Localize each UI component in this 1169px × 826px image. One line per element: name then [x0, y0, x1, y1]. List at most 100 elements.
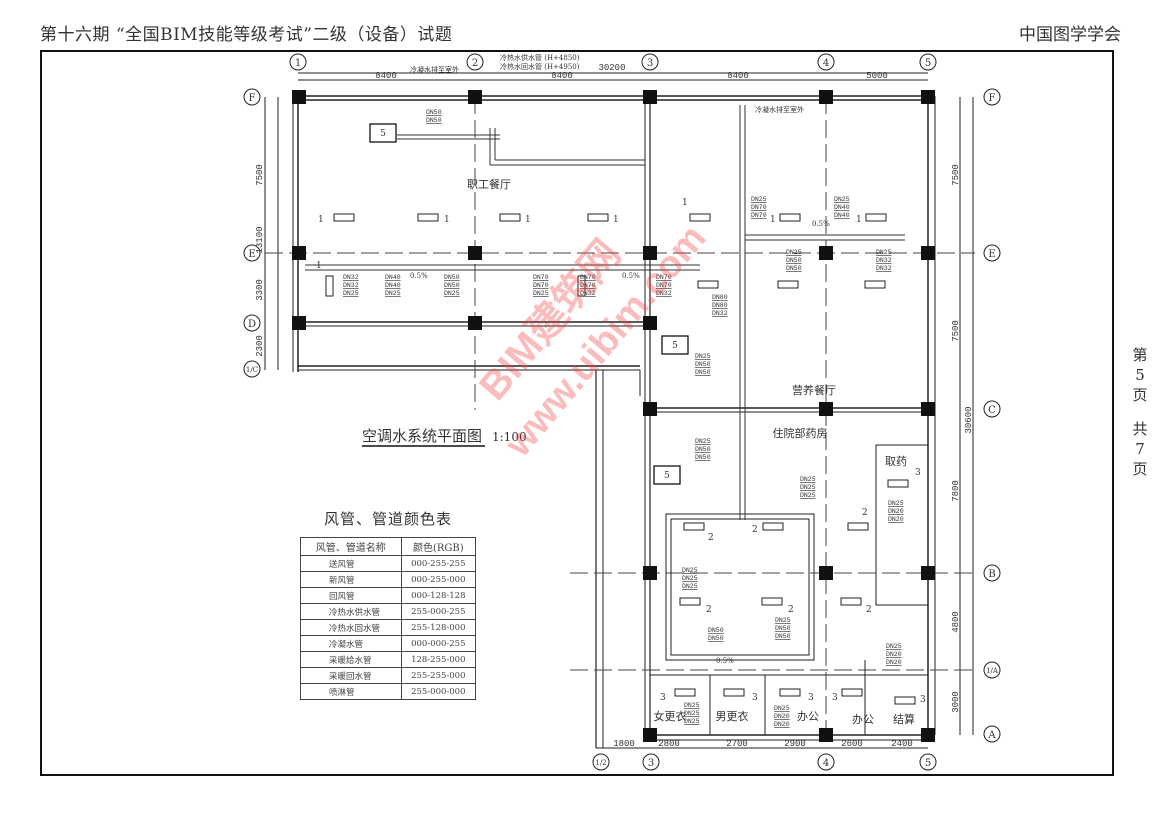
total-prefix: 共	[1132, 420, 1148, 438]
pipe-label: DN25	[775, 617, 791, 624]
pipe-label: DN20	[886, 651, 902, 658]
axis-f-right: F	[989, 93, 996, 104]
pipe-label: DN20	[886, 659, 902, 666]
fcu-tag: 1	[682, 198, 688, 208]
page-indicator: 第 5 页 共 7 页	[1130, 345, 1150, 479]
note-supply-pipe: 冷热水供水管 (H+4850)	[500, 53, 580, 62]
pipe-label: DN20	[888, 508, 904, 515]
room-pharmacy: 住院部药房	[773, 426, 828, 440]
pipe-label: DN70	[580, 282, 596, 289]
slope-1: 0.5%	[410, 272, 428, 280]
fcu-tag: 2	[752, 525, 758, 535]
pipe-label: DN25	[682, 567, 698, 574]
pipe-label: DN25	[343, 290, 359, 297]
dim-top-4: 5000	[866, 71, 888, 81]
pipe-label: DN20	[888, 516, 904, 523]
pipe-label: DN50	[708, 635, 724, 642]
fcu-tag: 3	[920, 695, 926, 705]
ahu-tag-2: 5	[672, 341, 678, 351]
pipe-label: DN40	[385, 274, 401, 281]
axis-4: 4	[823, 58, 829, 69]
pipe-label: DN32	[876, 257, 892, 264]
total-suffix: 页	[1132, 460, 1148, 478]
room-staff-dining: 职工餐厅	[467, 177, 511, 191]
fcu-tag: 1	[770, 215, 776, 225]
room-office-2: 办公	[852, 713, 874, 726]
axis-5-bottom: 5	[925, 758, 931, 769]
pipe-label: DN70	[656, 274, 672, 281]
legend-rgb: 255-255-000	[400, 667, 477, 684]
pipe-label: DN25	[800, 476, 816, 483]
fcu-tag: 3	[808, 693, 814, 703]
fcu-tag: 2	[866, 605, 872, 615]
fcu-tag: 2	[708, 533, 714, 543]
drawing-title: 空调水系统平面图	[362, 427, 482, 445]
legend-rgb: 000-255-000	[400, 571, 477, 588]
axis-4-bottom: 4	[823, 758, 829, 769]
pipe-label: DN32	[656, 290, 672, 297]
pipe-label: DN40	[834, 204, 850, 211]
pipe-label: DN50	[775, 625, 791, 632]
axis-f: F	[249, 93, 256, 104]
legend-name: 冷热水供水管	[300, 603, 402, 620]
pipe-label: DN25	[886, 643, 902, 650]
pipe-label: DN70	[533, 274, 549, 281]
dim-right-4: 4800	[951, 611, 961, 633]
pipe-label: DN25	[834, 196, 850, 203]
room-office-1: 办公	[797, 710, 819, 723]
drawing-scale: 1:100	[492, 430, 527, 444]
legend-header-rgb: 颜色(RGB)	[400, 537, 477, 556]
pipe-label: DN25	[751, 196, 767, 203]
legend-rgb: 255-128-000	[400, 619, 477, 636]
pipe-label: DN25	[533, 290, 549, 297]
publisher-name: 中国图学学会	[1019, 25, 1121, 45]
pipe-label: DN50	[426, 109, 442, 116]
legend-rgb: 128-255-000	[400, 651, 477, 668]
room-women-locker: 女更衣	[654, 709, 687, 723]
fcu-tag: 1	[613, 215, 619, 225]
pipe-label: DN50	[786, 265, 802, 272]
pipe-label: DN80	[712, 302, 728, 309]
pipe-label: DN25	[695, 438, 711, 445]
pipe-label: DN32	[343, 274, 359, 281]
axis-e-right: E	[988, 249, 995, 260]
legend-name: 采暖给水管	[300, 651, 402, 668]
pipe-label: DN50	[695, 361, 711, 368]
drawing-frame	[40, 50, 1114, 776]
pipe-label: DN70	[751, 204, 767, 211]
fcu-tag: 2	[788, 605, 794, 615]
pipe-label: DN32	[712, 310, 728, 317]
fcu-tag: 3	[915, 468, 921, 478]
note-condensate-2: 冷凝水排至室外	[755, 105, 804, 114]
pipe-label: DN50	[444, 282, 460, 289]
slope-2: 0.5%	[622, 272, 640, 280]
fcu-tag: 3	[832, 693, 838, 703]
legend-rgb: 000-000-255	[400, 635, 477, 652]
slope-3: 0.5%	[812, 220, 830, 228]
dim-bottom-5: 2400	[891, 739, 913, 749]
pipe-label: DN70	[751, 212, 767, 219]
dim-top-1: 8400	[375, 71, 397, 81]
dim-left-3: 3300	[255, 279, 265, 301]
axis-a-right: A	[987, 730, 996, 741]
pipe-label: DN25	[444, 290, 460, 297]
pipe-label: DN25	[774, 705, 790, 712]
fan-coil-units	[325, 213, 916, 705]
ahu-tag-3: 5	[664, 471, 670, 481]
legend-name: 喷淋管	[300, 683, 402, 700]
pipe-label: DN50	[786, 257, 802, 264]
exam-title: 第十六期 “全国BIM技能等级考试”二级（设备）试题	[40, 25, 453, 45]
pipe-label: DN20	[774, 721, 790, 728]
pipe-label: DN70	[533, 282, 549, 289]
dim-bottom-2: 2700	[726, 739, 748, 749]
page-current: 5	[1135, 366, 1145, 384]
dim-right-5: 3000	[951, 691, 961, 713]
pipe-label: DN25	[800, 484, 816, 491]
